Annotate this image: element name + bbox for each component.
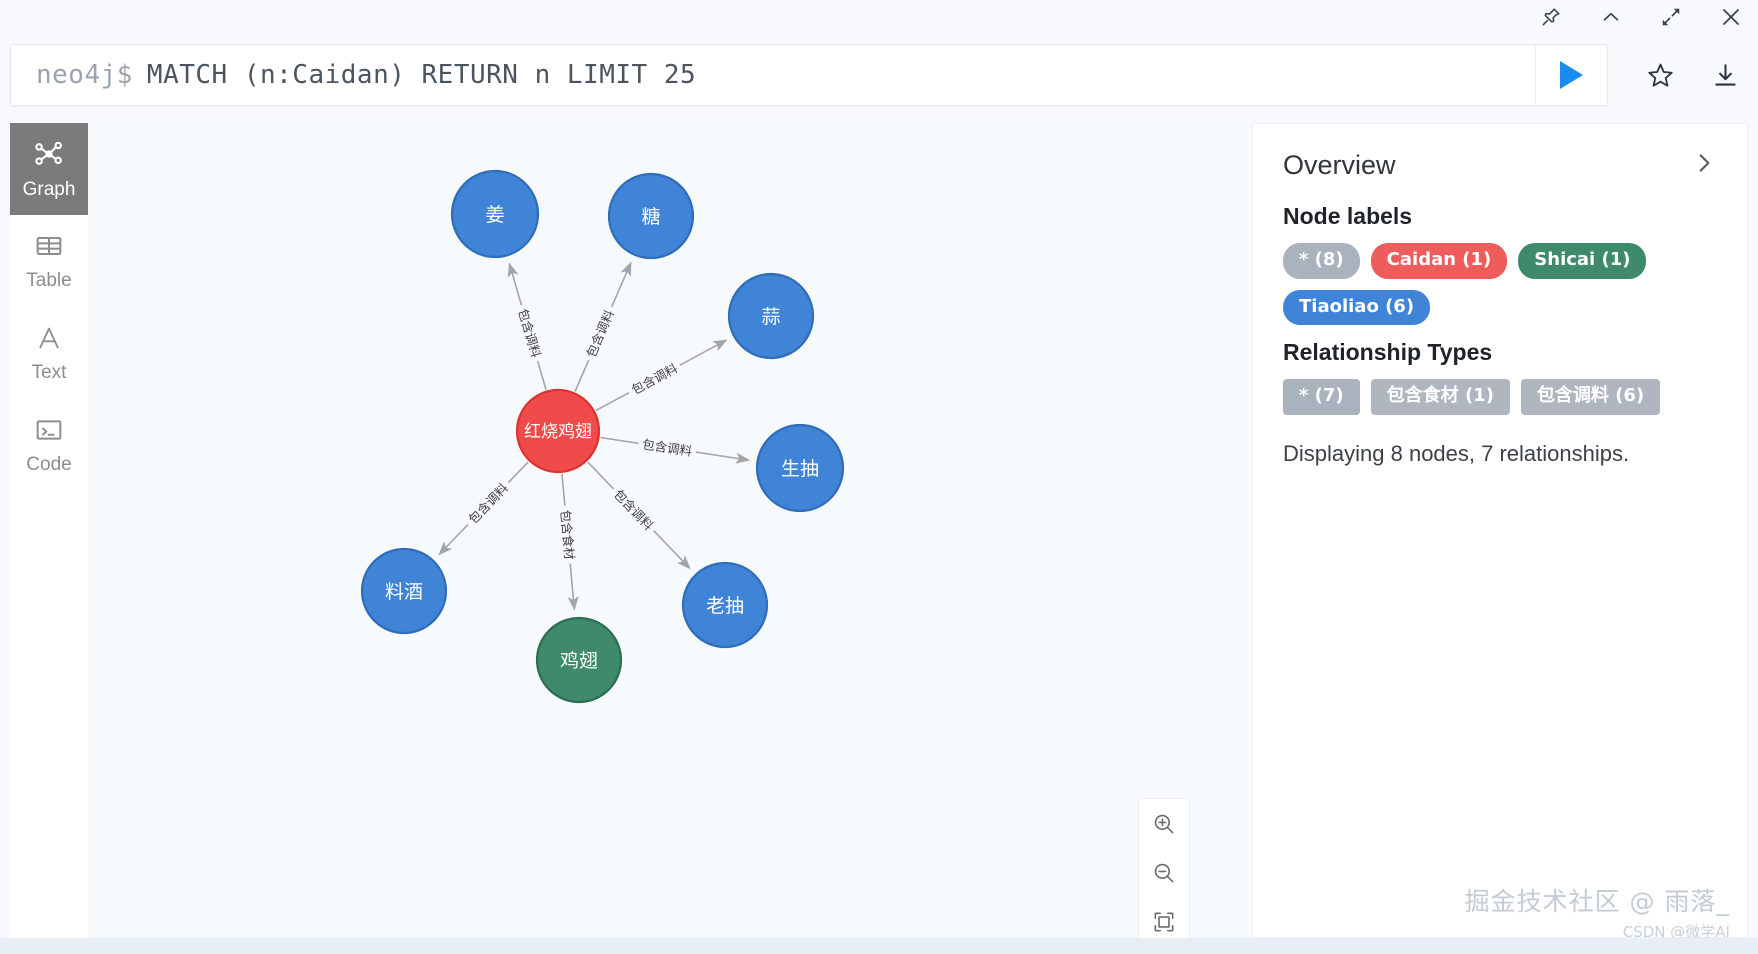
sidebar-item-label: Graph <box>22 179 76 200</box>
relationship-type-pill-2[interactable]: 包含调料 (6) <box>1520 379 1661 416</box>
sidebar-item-label: Code <box>26 454 72 475</box>
graph-edge-label: 包含调料 <box>637 434 698 461</box>
graph-visualization[interactable]: 包含调料包含调料包含调料包含调料包含调料包含食材包含调料 红烧鸡翅姜糖蒜生抽老抽… <box>88 123 1246 938</box>
sidebar-item-label: Text <box>31 362 67 383</box>
view-sidebar: Graph Table Text <box>10 123 88 938</box>
query-editor[interactable]: neo4j$ MATCH (n:Caidan) RETURN n LIMIT 2… <box>10 44 1608 106</box>
node-label-list: * (8) Caidan (1) Shicai (1) Tiaoliao (6) <box>1283 243 1717 326</box>
graph-node-suan[interactable]: 蒜 <box>727 272 815 360</box>
status-text: Displaying 8 nodes, 7 relationships. <box>1283 441 1630 467</box>
sidebar-item-label: Table <box>26 270 72 291</box>
graph-icon <box>32 137 66 176</box>
sidebar-item-table[interactable]: Table <box>10 215 88 307</box>
node-label-pill-1[interactable]: Caidan (1) <box>1370 243 1508 279</box>
favorite-star-icon[interactable] <box>1646 61 1675 90</box>
zoom-controls <box>1138 798 1190 938</box>
query-input[interactable]: MATCH (n:Caidan) RETURN n LIMIT 25 <box>146 60 697 90</box>
graph-node-shengchou[interactable]: 生抽 <box>755 423 845 513</box>
zoom-out-button[interactable] <box>1139 848 1189 897</box>
window-controls <box>1538 0 1744 34</box>
graph-node-tang[interactable]: 糖 <box>607 172 695 260</box>
relationship-type-pill-0[interactable]: * (7) <box>1283 379 1360 416</box>
graph-node-laochou[interactable]: 老抽 <box>681 561 769 649</box>
page-title: Overview <box>1283 150 1396 180</box>
graph-node-caidan[interactable]: 红烧鸡翅 <box>515 388 601 474</box>
node-labels-heading: Node labels <box>1283 203 1413 229</box>
collapse-icon[interactable] <box>1598 4 1624 30</box>
chevron-right-icon[interactable] <box>1691 150 1717 181</box>
graph-edge-label: 包含调料 <box>607 482 661 537</box>
fit-to-screen-button[interactable] <box>1139 898 1189 938</box>
pin-icon[interactable] <box>1538 4 1564 30</box>
graph-edge-label: 包含调料 <box>512 302 547 364</box>
table-icon <box>33 230 65 267</box>
query-bar-actions <box>1628 44 1758 106</box>
graph-nodes[interactable]: 红烧鸡翅 姜糖蒜生抽老抽鸡翅料酒 <box>360 169 845 704</box>
relationship-type-list: * (7) 包含食材 (1) 包含调料 (6) <box>1283 379 1717 416</box>
query-prompt: neo4j$ <box>36 60 133 90</box>
graph-edge-label: 包含食材 <box>555 505 580 565</box>
expand-icon[interactable] <box>1658 4 1684 30</box>
graph-node-jiang[interactable]: 姜 <box>450 169 540 259</box>
download-icon[interactable] <box>1711 61 1740 90</box>
zoom-in-button[interactable] <box>1139 799 1189 848</box>
title-bar <box>0 0 1758 34</box>
close-icon[interactable] <box>1718 4 1744 30</box>
sidebar-item-graph[interactable]: Graph <box>10 123 88 215</box>
bottom-strip <box>0 938 1758 954</box>
relationship-types-heading: Relationship Types <box>1283 339 1493 366</box>
overview-header: Overview <box>1283 150 1717 181</box>
graph-edge-label: 包含调料 <box>624 357 685 401</box>
sidebar-item-text[interactable]: Text <box>10 307 88 399</box>
node-label-pill-2[interactable]: Shicai (1) <box>1518 243 1647 279</box>
graph-node-liaojiu[interactable]: 料酒 <box>360 547 448 635</box>
graph-edge-label: 包含调料 <box>461 476 515 531</box>
sidebar-item-code[interactable]: Code <box>10 399 88 491</box>
text-icon <box>33 322 65 359</box>
code-icon <box>33 414 65 451</box>
run-query-button[interactable] <box>1535 45 1607 105</box>
node-label-pill-0[interactable]: * (8) <box>1283 243 1360 279</box>
node-label-pill-3[interactable]: Tiaoliao (6) <box>1283 289 1431 326</box>
overview-panel: Overview Node labels * (8) Caidan (1) Shic… <box>1252 123 1748 938</box>
play-icon <box>1560 61 1583 89</box>
graph-node-jichi[interactable]: 鸡翅 <box>535 616 623 704</box>
graph-edge-label: 包含调料 <box>580 303 620 364</box>
relationship-type-pill-1[interactable]: 包含食材 (1) <box>1370 379 1510 416</box>
graph-svg[interactable]: 包含调料包含调料包含调料包含调料包含调料包含食材包含调料 红烧鸡翅姜糖蒜生抽老抽… <box>88 123 1246 938</box>
